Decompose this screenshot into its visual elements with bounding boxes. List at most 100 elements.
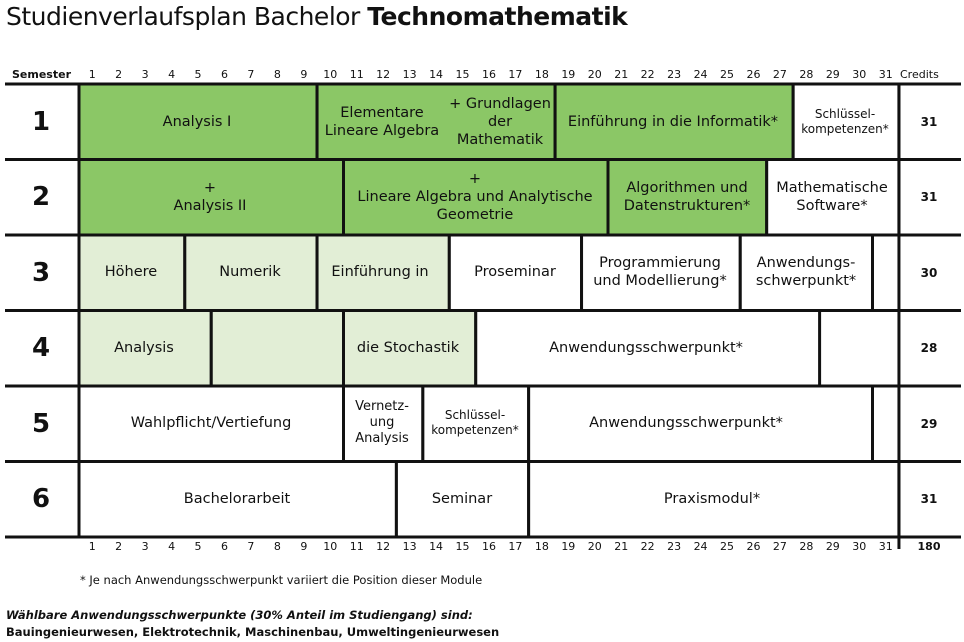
- module-numerik: Numerik: [219, 264, 281, 280]
- module-schluesselkompetenzen-5: Schlüssel-kompetenzen*: [431, 408, 519, 437]
- column-tick-bottom: 26: [746, 540, 761, 553]
- column-tick-bottom: 28: [799, 540, 814, 553]
- module-anwendungsschwerpunkt-5: Anwendungsschwerpunkt*: [589, 415, 783, 431]
- module-anwendungsschwerpunkt-4: Anwendungsschwerpunkt*: [549, 340, 743, 356]
- footnote: * Je nach Anwendungsschwerpunkt variiert…: [80, 573, 483, 587]
- footer-list: Bauingenieurwesen, Elektrotechnik, Masch…: [6, 625, 500, 639]
- column-tick-top: 11: [349, 68, 364, 81]
- column-tick-bottom: 11: [349, 540, 364, 553]
- column-tick-bottom: 12: [376, 540, 391, 553]
- column-tick-top: 22: [640, 68, 655, 81]
- semester-credits: 28: [920, 341, 938, 356]
- column-tick-bottom: 4: [168, 540, 176, 553]
- column-tick-top: 17: [508, 68, 523, 81]
- semester-header: Semester: [12, 68, 71, 81]
- credits-header: Credits: [900, 68, 939, 81]
- column-tick-bottom: 6: [220, 540, 228, 553]
- column-tick-top: 2: [115, 68, 123, 81]
- module-wahlpflicht: Wahlpflicht/Vertiefung: [130, 415, 292, 431]
- title-regular: Studienverlaufsplan Bachelor: [6, 2, 360, 31]
- column-tick-top: 20: [587, 68, 602, 81]
- semester-number: 1: [31, 106, 51, 137]
- column-tick-top: 24: [693, 68, 708, 81]
- column-tick-top: 1: [88, 68, 96, 81]
- module-hoehere-analysis-top: Höhere: [104, 264, 158, 280]
- column-tick-top: 28: [799, 68, 814, 81]
- semester-credits: 31: [920, 114, 938, 129]
- column-tick-top: 5: [194, 68, 202, 81]
- column-tick-top: 8: [273, 68, 281, 81]
- module-anwendungsschwerpunkt-3: Anwendungs-schwerpunkt*: [755, 255, 857, 289]
- semester-number: 3: [31, 257, 51, 288]
- semester-credits: 31: [920, 190, 938, 205]
- module-analysis-2: +Analysis II: [173, 180, 247, 214]
- semester-credits: 30: [920, 265, 938, 280]
- column-tick-bottom: 15: [455, 540, 470, 553]
- column-tick-bottom: 19: [561, 540, 576, 553]
- column-tick-bottom: 18: [534, 540, 549, 553]
- column-tick-bottom: 14: [429, 540, 444, 553]
- column-tick-top: 26: [746, 68, 761, 81]
- column-tick-bottom: 21: [614, 540, 629, 553]
- module-praxismodul: Praxismodul*: [663, 491, 761, 507]
- page-title: Studienverlaufsplan Bachelor Technomathe…: [6, 2, 628, 31]
- column-tick-top: 21: [614, 68, 629, 81]
- semester-number: 2: [31, 182, 51, 213]
- column-tick-bottom: 9: [300, 540, 308, 553]
- column-tick-bottom: 25: [720, 540, 735, 553]
- footer-heading: Wählbare Anwendungsschwerpunkte (30% Ant…: [6, 608, 473, 622]
- column-tick-top: 12: [376, 68, 391, 81]
- column-tick-bottom: 29: [825, 540, 840, 553]
- semester-credits: 31: [920, 492, 938, 507]
- column-tick-bottom: 1: [88, 540, 96, 553]
- semester-number: 6: [31, 484, 51, 515]
- column-tick-top: 27: [772, 68, 787, 81]
- column-tick-bottom: 30: [852, 540, 867, 553]
- column-tick-top: 9: [300, 68, 308, 81]
- module-stochastik-bottom: die Stochastik: [356, 340, 460, 356]
- column-tick-bottom: 24: [693, 540, 708, 553]
- column-tick-bottom: 16: [481, 540, 496, 553]
- total-credits: 180: [917, 540, 941, 553]
- column-tick-bottom: 10: [323, 540, 338, 553]
- column-tick-top: 13: [402, 68, 417, 81]
- module-analysis-1: Analysis I: [162, 114, 232, 130]
- column-tick-bottom: 22: [640, 540, 655, 553]
- column-tick-bottom: 23: [667, 540, 682, 553]
- column-tick-top: 16: [481, 68, 496, 81]
- column-tick-bottom: 5: [194, 540, 202, 553]
- column-tick-top: 30: [852, 68, 867, 81]
- title-bold: Technomathematik: [367, 2, 628, 31]
- module-stochastik-top: Einführung in: [331, 264, 429, 280]
- column-tick-top: 4: [168, 68, 176, 81]
- semester-credits: 29: [920, 416, 938, 431]
- column-tick-top: 29: [825, 68, 840, 81]
- column-tick-top: 7: [247, 68, 255, 81]
- column-tick-bottom: 2: [115, 540, 123, 553]
- column-tick-top: 19: [561, 68, 576, 81]
- column-tick-top: 18: [534, 68, 549, 81]
- column-tick-top: 14: [429, 68, 444, 81]
- module-hoehere-analysis-bottom: Analysis: [114, 340, 174, 356]
- module-proseminar: Proseminar: [474, 264, 556, 280]
- column-tick-top: 15: [455, 68, 470, 81]
- column-tick-bottom: 20: [587, 540, 602, 553]
- semester-number: 4: [31, 333, 51, 364]
- module-schluesselkompetenzen-1: Schlüssel-kompetenzen*: [801, 107, 889, 136]
- column-tick-bottom: 17: [508, 540, 523, 553]
- module-bachelorarbeit: Bachelorarbeit: [183, 491, 291, 507]
- column-tick-bottom: 13: [402, 540, 417, 553]
- column-tick-bottom: 8: [273, 540, 281, 553]
- column-tick-top: 6: [220, 68, 228, 81]
- column-tick-top: 3: [141, 68, 149, 81]
- column-tick-bottom: 27: [772, 540, 787, 553]
- semester-number: 5: [31, 408, 51, 439]
